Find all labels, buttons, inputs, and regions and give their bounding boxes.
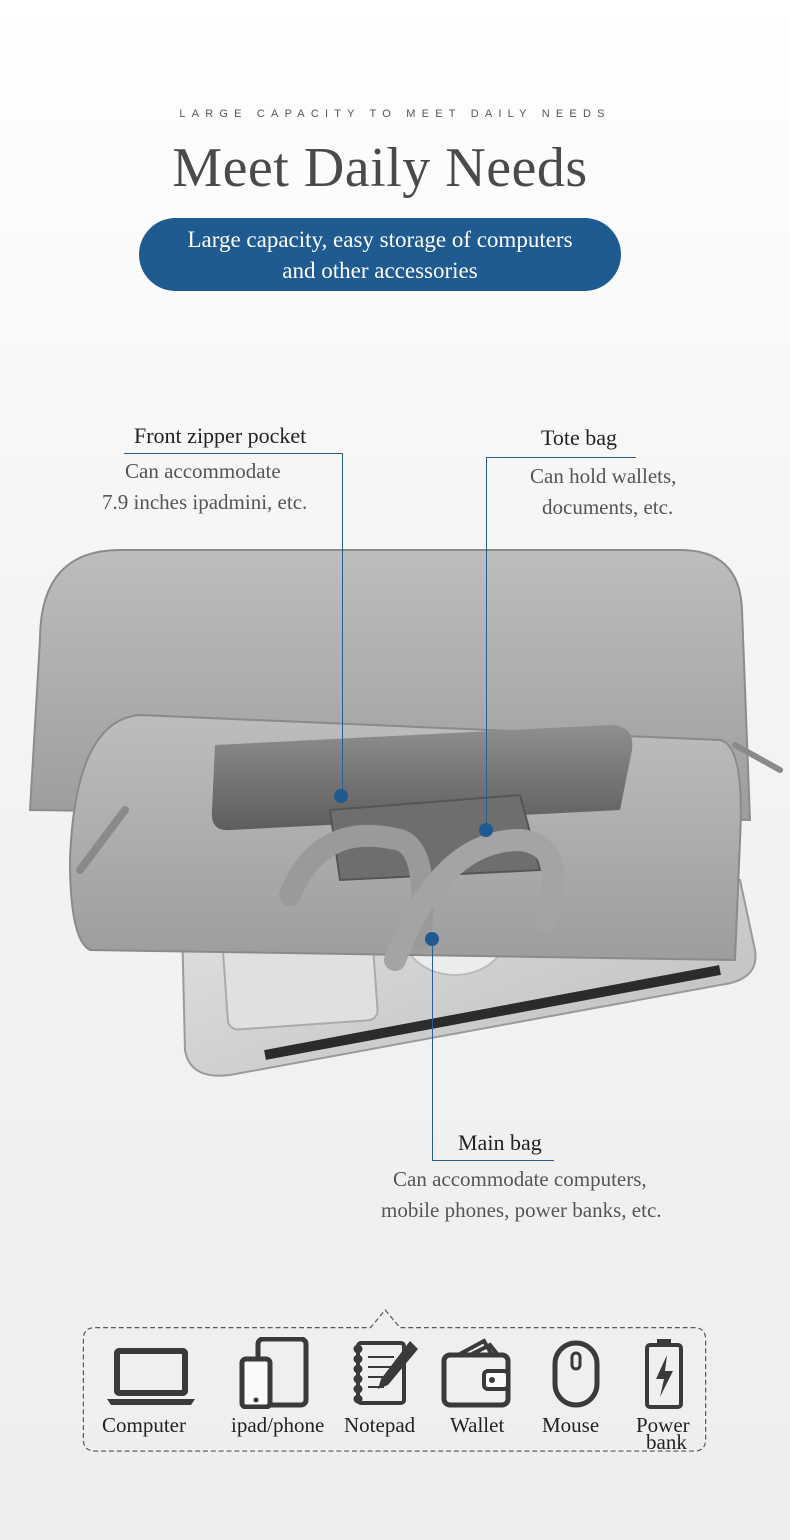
eyebrow-text: LARGE CAPACITY TO MEET DAILY NEEDS [179,108,611,120]
notepad-icon [353,1341,418,1405]
main-bag-title: Main bag [458,1130,542,1155]
main-bag-leader-line [432,940,433,1161]
main-bag-underline [432,1160,554,1161]
tablet-phone-icon [239,1336,309,1410]
item-mouse [550,1337,602,1414]
item-computer [104,1337,198,1412]
item-computer-label: Computer [102,1413,186,1437]
power-bank-icon [645,1339,683,1409]
front-pocket-leader-line [342,453,343,793]
feature-banner: Large capacity, easy storage of computer… [139,218,621,291]
banner-line-1: Large capacity, easy storage of computer… [187,226,573,252]
item-ipad-phone [238,1336,310,1414]
item-power-bank-label: Power [636,1413,690,1437]
tote-bag-leader-line [486,457,487,829]
front-pocket-line-2: 7.9 inches ipadmini, etc. [102,490,308,514]
front-pocket-marker [334,789,348,803]
item-mouse-label: Mouse [542,1413,600,1437]
main-bag-line-1: Can accommodate computers, [393,1167,647,1191]
tote-bag-underline [486,457,636,458]
item-notepad-label: Notepad [344,1413,416,1437]
item-wallet [440,1337,512,1414]
wallet-icon [441,1338,511,1408]
banner-line-2: and other accessories [282,257,478,283]
laptop-bag-illustration [28,549,783,1077]
tote-bag-title: Tote bag [541,425,618,450]
mouse-icon [552,1340,600,1408]
main-bag-marker [425,932,439,946]
tote-bag-line-1: Can hold wallets, [530,464,677,488]
item-wallet-label: Wallet [450,1413,505,1437]
laptop-icon [107,1348,195,1405]
item-ipad-phone-label: ipad/phone [231,1413,325,1437]
main-bag-line-2: mobile phones, power banks, etc. [381,1198,662,1222]
tote-bag-marker [479,823,493,837]
item-power-bank [642,1337,686,1414]
item-notepad [348,1337,420,1414]
contents-dashed-box [82,1309,707,1452]
front-pocket-line-1: Can accommodate [125,459,281,483]
item-power-bank-label-2: bank [646,1430,687,1454]
front-pocket-underline [124,453,343,454]
page-title: Meet Daily Needs [172,137,588,199]
tote-bag-line-2: documents, etc. [542,495,674,519]
front-pocket-title: Front zipper pocket [134,423,307,448]
